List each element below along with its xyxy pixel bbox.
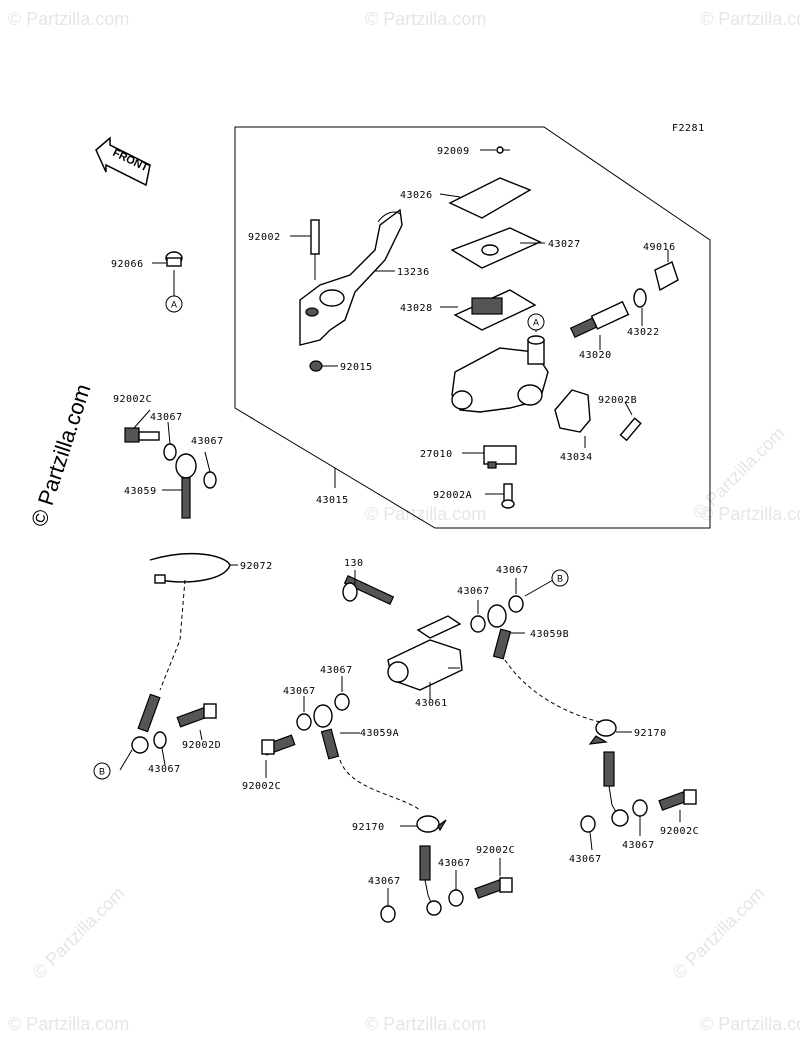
diagram-code: F2281: [672, 123, 705, 134]
part-label: 43067: [191, 436, 224, 447]
part-label: 43022: [627, 327, 660, 338]
part-label: 43027: [548, 239, 581, 250]
front-arrow-icon: FRONT: [95, 136, 151, 187]
part-label: 92015: [340, 362, 373, 373]
watermark: © Partzilla.com: [8, 9, 129, 29]
watermark: © Partzilla.com: [669, 883, 769, 983]
callout-a-label: A: [533, 318, 539, 328]
callout-b-left: B: [93, 762, 111, 780]
part-label: 92002C: [660, 826, 699, 837]
outside-parts: [119, 251, 238, 771]
part-label: 13236: [397, 267, 430, 278]
part-label: 49016: [643, 242, 676, 253]
assembly-outline: [234, 126, 711, 529]
part-label: 43067: [283, 686, 316, 697]
callout-a-left: A: [165, 295, 183, 313]
part-label: 92002A: [433, 490, 472, 501]
part-label: 92009: [437, 146, 470, 157]
watermark: © Partzilla.com: [8, 1014, 129, 1034]
part-label: 92066: [111, 259, 144, 270]
watermark-main: © Partzilla.com: [26, 381, 96, 530]
part-label: 43067: [457, 586, 490, 597]
callout-b-top: B: [551, 569, 569, 587]
watermark: © Partzilla.com: [365, 504, 486, 524]
part-label: 92002C: [242, 781, 281, 792]
callout-a-label: A: [171, 300, 177, 310]
part-label: 92072: [240, 561, 273, 572]
part-label: 92002: [248, 232, 281, 243]
master-cylinder-parts: [290, 146, 679, 509]
part-label: 43059: [124, 486, 157, 497]
part-label: 43026: [400, 190, 433, 201]
part-label: 92002D: [182, 740, 221, 751]
part-label: 43067: [569, 854, 602, 865]
part-label: 43034: [560, 452, 593, 463]
part-label: 43059A: [360, 728, 399, 739]
part-label: 43067: [622, 840, 655, 851]
part-label: 43061: [415, 698, 448, 709]
watermark: © Partzilla.com: [365, 9, 486, 29]
part-label: 43067: [438, 858, 471, 869]
part-label: 43028: [400, 303, 433, 314]
part-label: 43067: [496, 565, 529, 576]
part-label: 43067: [320, 665, 353, 676]
callout-b-label: B: [557, 574, 563, 584]
watermark: © Partzilla.com: [700, 9, 800, 29]
part-label: 27010: [420, 449, 453, 460]
part-label: 43020: [579, 350, 612, 361]
part-labels: 92009 43026 92002 43027 49016 92066 1323…: [111, 146, 699, 887]
part-label: 92002B: [598, 395, 637, 406]
part-label: 92002C: [113, 394, 152, 405]
part-label: 43059B: [530, 629, 569, 640]
junction-parts: [261, 570, 697, 923]
watermark: © Partzilla.com: [700, 504, 800, 524]
callout-a-top: A: [527, 313, 545, 331]
watermark: © Partzilla.com: [700, 1014, 800, 1034]
part-label: 130: [344, 558, 364, 569]
part-label: 43067: [148, 764, 181, 775]
part-label: 92002C: [476, 845, 515, 856]
watermark: © Partzilla.com: [365, 1014, 486, 1034]
part-label: 92170: [634, 728, 667, 739]
watermark: © Partzilla.com: [29, 883, 129, 983]
part-label: 43067: [368, 876, 401, 887]
part-label: 43067: [150, 412, 183, 423]
callout-b-label: B: [99, 767, 105, 777]
part-label: 92170: [352, 822, 385, 833]
part-label: 43015: [316, 495, 349, 506]
